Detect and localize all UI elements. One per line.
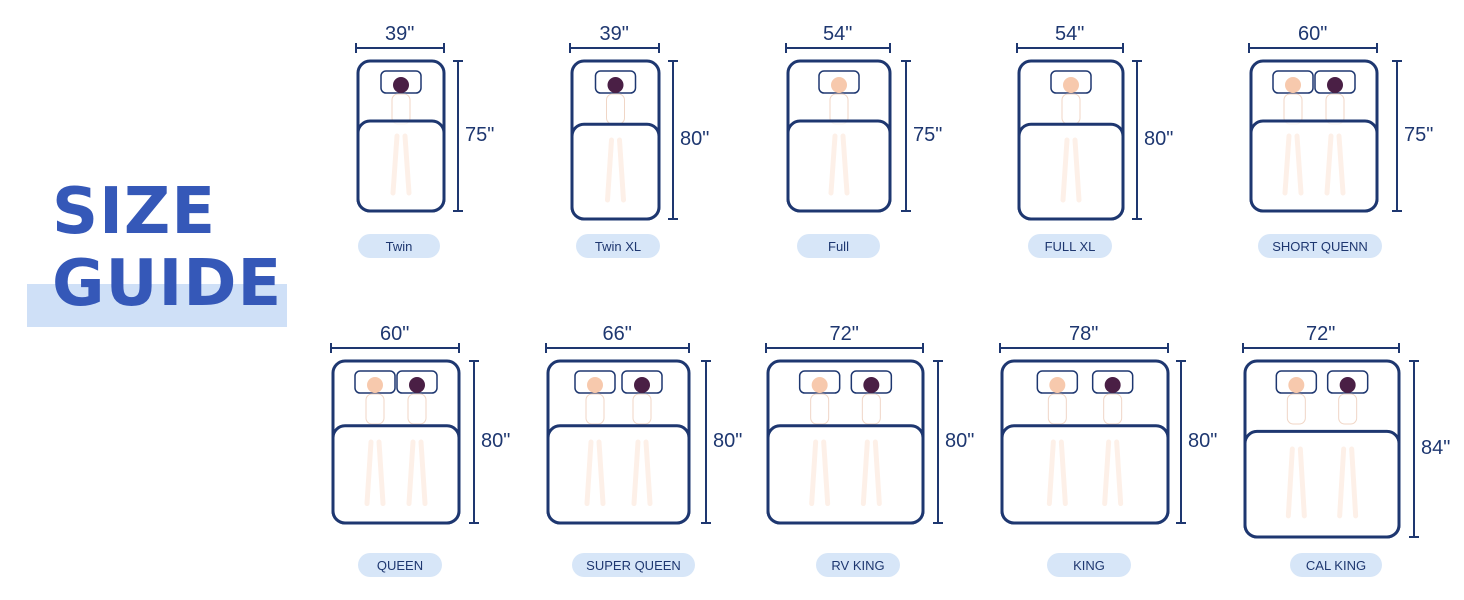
size-label-pill: RV KING bbox=[816, 553, 900, 577]
size-label-pill: SUPER QUEEN bbox=[572, 553, 695, 577]
title-line-2: GUIDE bbox=[52, 247, 283, 321]
length-label: 84" bbox=[1421, 437, 1451, 459]
width-label: 72" bbox=[1306, 323, 1336, 345]
sleeper-torso-icon bbox=[810, 393, 830, 425]
size-label-pill: Full bbox=[797, 234, 880, 258]
sleeper-torso-icon bbox=[1047, 393, 1067, 425]
length-label: 75" bbox=[1404, 124, 1434, 146]
bed-diagram-queen bbox=[330, 343, 479, 525]
size-label-pill: CAL KING bbox=[1290, 553, 1382, 577]
sleeper-torso-icon bbox=[585, 393, 605, 425]
length-label: 80" bbox=[481, 430, 511, 452]
width-label: 60" bbox=[1298, 23, 1328, 45]
sleeper-torso-icon bbox=[861, 393, 881, 425]
sleeper-head-icon bbox=[607, 77, 624, 93]
length-label: 80" bbox=[713, 430, 743, 452]
blanket bbox=[356, 119, 446, 213]
width-label: 54" bbox=[823, 23, 853, 45]
blanket bbox=[546, 424, 691, 525]
sleeper-torso-icon bbox=[365, 393, 385, 425]
blanket bbox=[1243, 429, 1401, 539]
sleeper-head-icon bbox=[1285, 77, 1301, 93]
sleeper-head-icon bbox=[587, 377, 603, 393]
sleeper-torso-icon bbox=[606, 93, 625, 125]
sleeper-head-icon bbox=[1063, 77, 1079, 93]
sleeper-torso-icon bbox=[632, 393, 652, 425]
sleeper-head-icon bbox=[1288, 377, 1305, 393]
length-label: 80" bbox=[1144, 128, 1174, 150]
bed-diagram-twin bbox=[355, 43, 463, 213]
blanket bbox=[1249, 119, 1379, 213]
width-label: 72" bbox=[829, 323, 859, 345]
sleeper-torso-icon bbox=[1061, 93, 1081, 125]
size-label-pill: SHORT QUENN bbox=[1258, 234, 1382, 258]
bed-diagram-rv-king bbox=[765, 343, 943, 525]
bed-diagram-super-queen bbox=[545, 343, 711, 525]
sleeper-head-icon bbox=[1104, 377, 1121, 393]
size-label-pill: KING bbox=[1047, 553, 1131, 577]
bed-diagram-full-xl bbox=[1016, 43, 1142, 221]
blanket bbox=[786, 119, 892, 213]
length-label: 75" bbox=[465, 124, 495, 146]
width-label: 60" bbox=[380, 323, 410, 345]
blanket bbox=[570, 122, 661, 221]
sleeper-head-icon bbox=[634, 377, 650, 393]
sleeper-torso-icon bbox=[1103, 393, 1123, 425]
sleeper-head-icon bbox=[1327, 77, 1343, 93]
size-label-pill: FULL XL bbox=[1028, 234, 1112, 258]
length-label: 75" bbox=[913, 124, 943, 146]
bed-diagram-twin-xl bbox=[569, 43, 678, 221]
blanket bbox=[1000, 424, 1170, 525]
width-label: 66" bbox=[602, 323, 632, 345]
sleeper-head-icon bbox=[1049, 377, 1066, 393]
bed-diagram-short-quenn bbox=[1248, 43, 1402, 213]
bed-diagram-king bbox=[999, 343, 1186, 525]
size-label-pill: Twin XL bbox=[576, 234, 660, 258]
length-label: 80" bbox=[945, 430, 975, 452]
sleeper-head-icon bbox=[367, 377, 383, 393]
title-highlight-band bbox=[27, 284, 287, 327]
sleeper-torso-icon bbox=[407, 393, 427, 425]
length-label: 80" bbox=[1188, 430, 1218, 452]
title-line-1: SIZE bbox=[52, 175, 217, 249]
width-label: 39" bbox=[385, 23, 415, 45]
bed-diagram-full bbox=[785, 43, 911, 213]
size-label-pill: QUEEN bbox=[358, 553, 442, 577]
width-label: 39" bbox=[599, 23, 629, 45]
width-label: 54" bbox=[1055, 23, 1085, 45]
sleeper-head-icon bbox=[1339, 377, 1356, 393]
blanket bbox=[1017, 122, 1125, 221]
sleeper-torso-icon bbox=[1286, 393, 1306, 425]
size-label-pill: Twin bbox=[358, 234, 440, 258]
bed-diagram-cal-king bbox=[1242, 343, 1419, 539]
length-label: 80" bbox=[680, 128, 710, 150]
sleeper-head-icon bbox=[393, 77, 409, 93]
sleeper-head-icon bbox=[811, 377, 828, 393]
width-label: 78" bbox=[1069, 323, 1099, 345]
blanket bbox=[331, 424, 461, 525]
sleeper-head-icon bbox=[863, 377, 880, 393]
blanket bbox=[766, 424, 925, 525]
sleeper-head-icon bbox=[409, 377, 425, 393]
sleeper-head-icon bbox=[831, 77, 847, 93]
sleeper-torso-icon bbox=[1338, 393, 1358, 425]
